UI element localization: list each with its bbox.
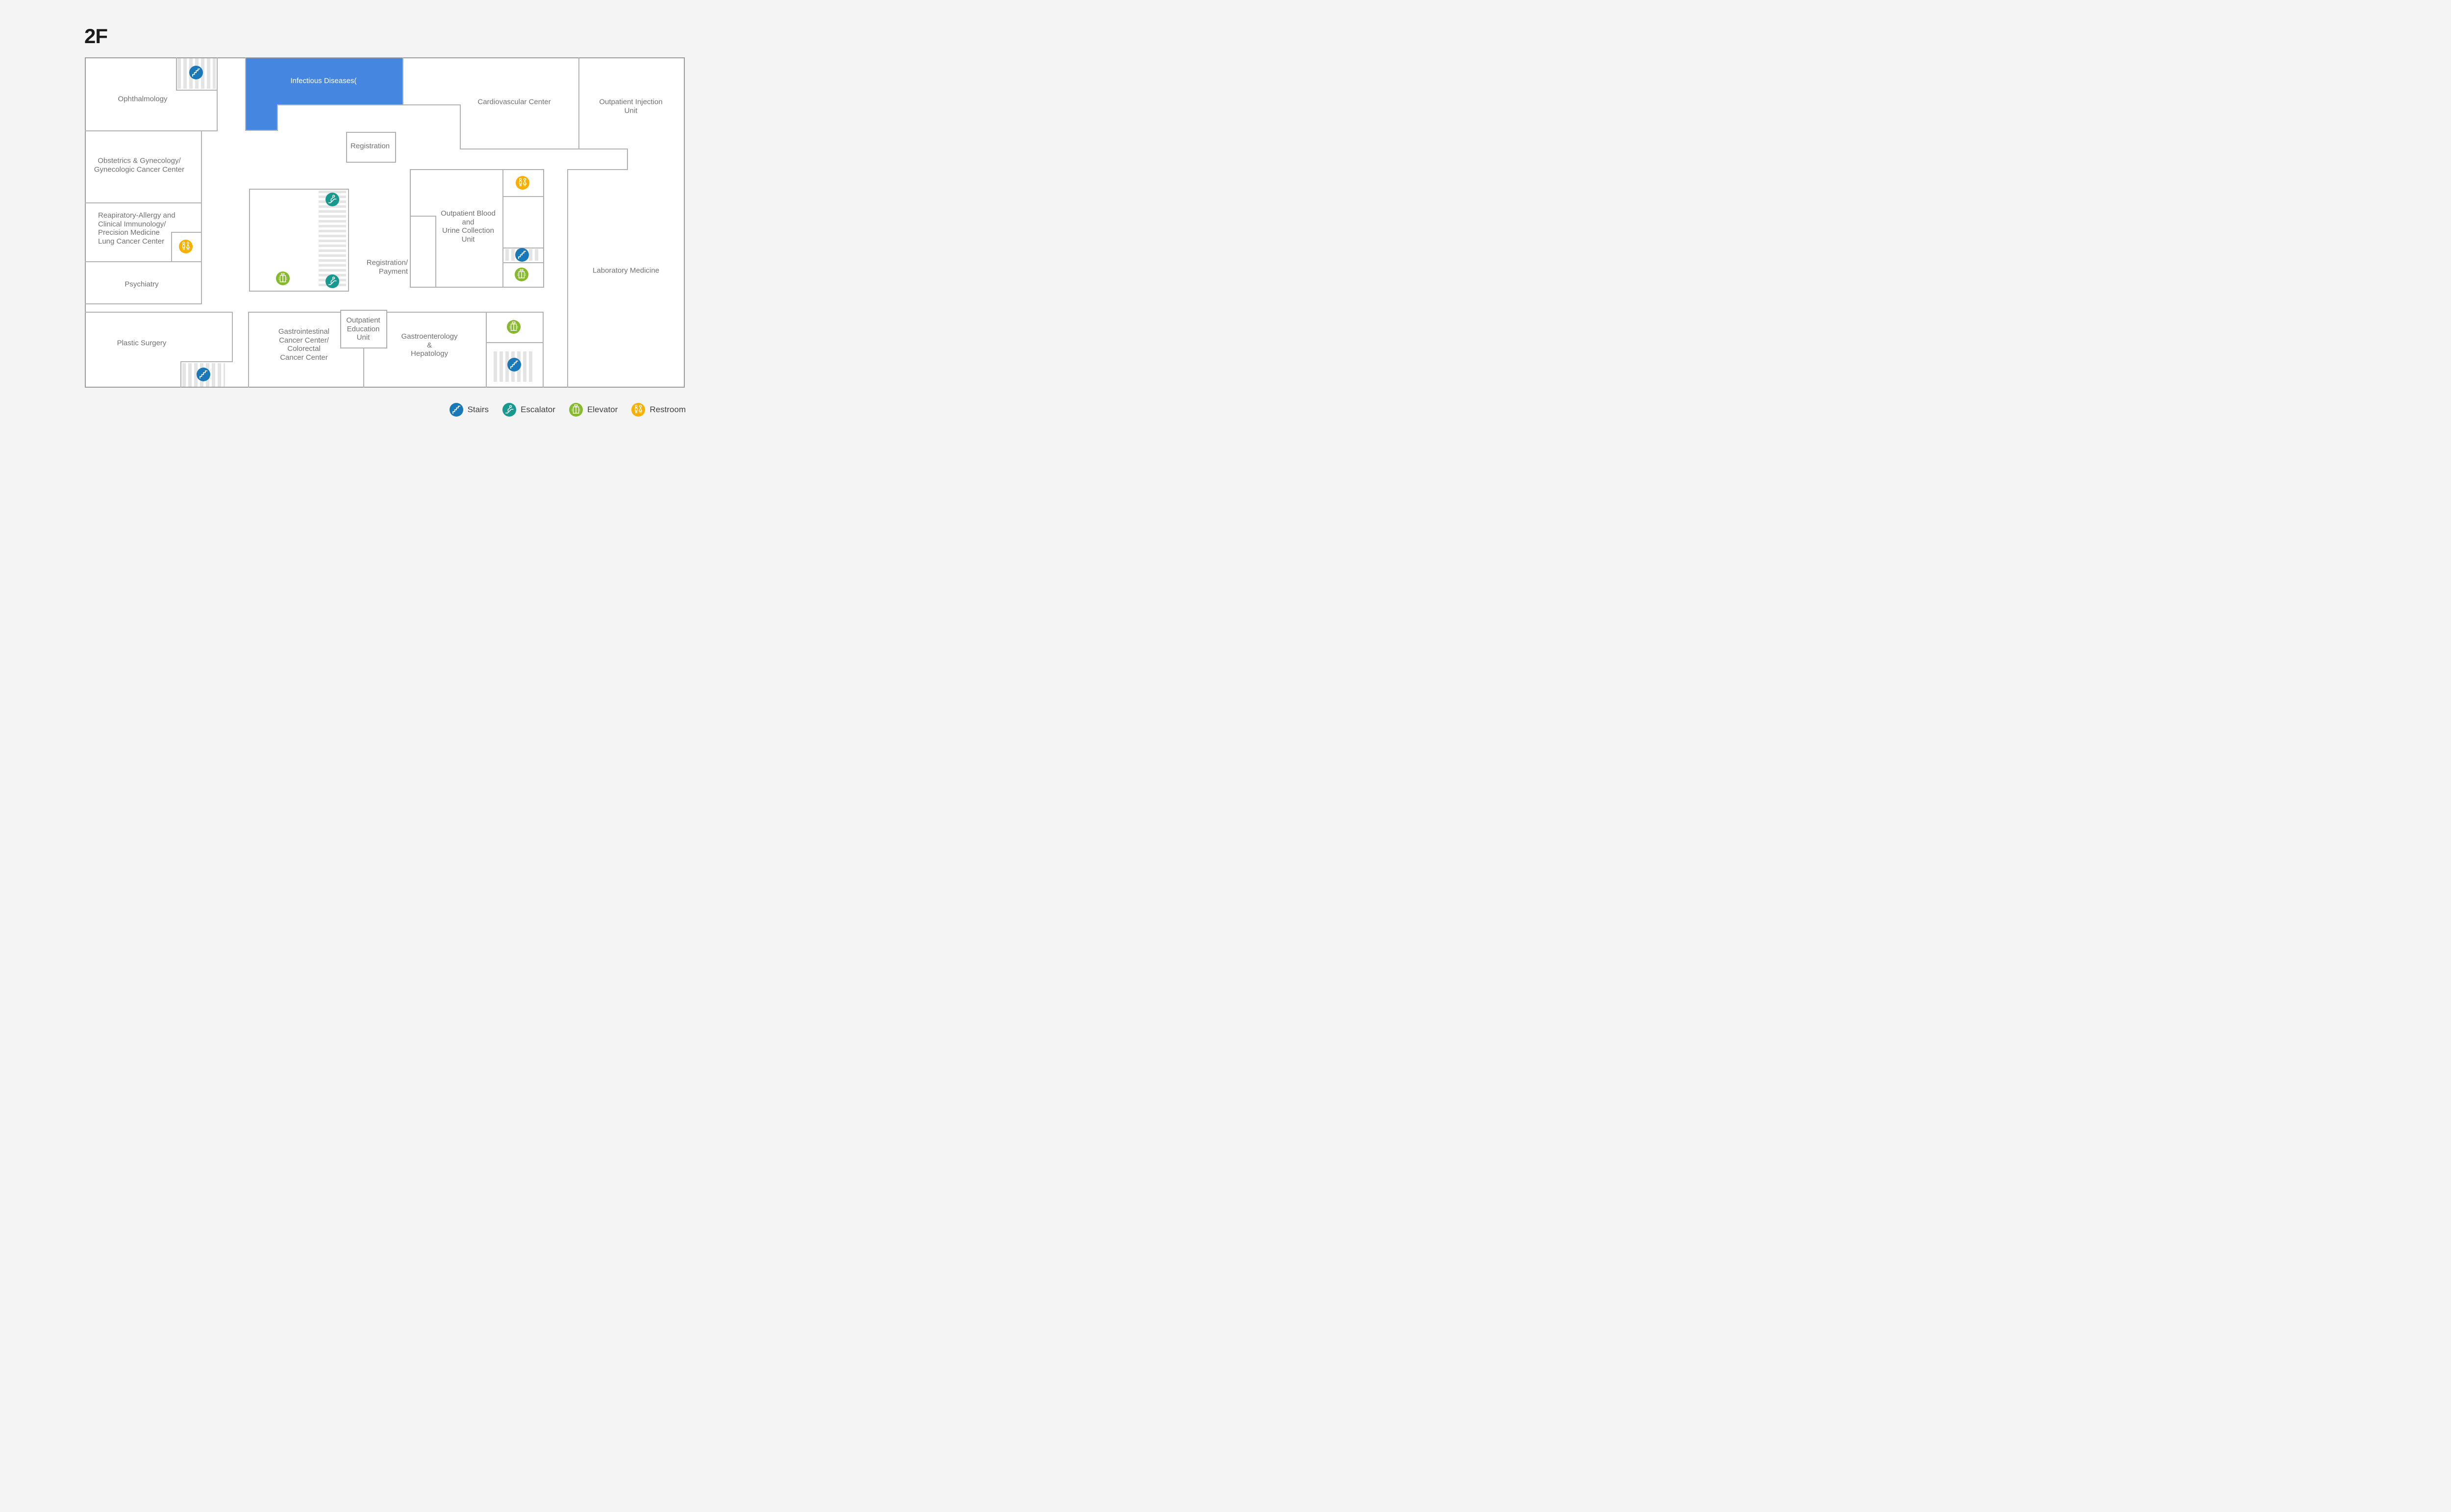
elevator-icon: [276, 272, 290, 285]
legend-label: Escalator: [521, 405, 555, 414]
label-registration-payment: Registration/ Payment: [366, 258, 408, 276]
wall-segment: [85, 312, 233, 313]
wall-segment: [248, 312, 249, 388]
wall-segment: [567, 169, 628, 170]
legend: Stairs Escalator Elevator Restroom: [449, 403, 686, 417]
stairs-icon: [449, 403, 463, 417]
room-label-cardiovascular: Cardiovascular Center: [477, 98, 551, 106]
legend-label: Elevator: [587, 405, 618, 414]
room-label-blood-collection: Outpatient Blood and Urine Collection Un…: [441, 209, 496, 244]
room-label-laboratory-medicine: Laboratory Medicine: [593, 266, 659, 275]
room-blood-collection-outline: [410, 169, 544, 288]
room-label-infectious-diseases: Infectious Diseases(: [290, 76, 357, 85]
wall-segment: [180, 361, 181, 388]
room-label-respiratory: Reapiratory-Allergy and Clinical Immunol…: [98, 211, 175, 246]
room-central-escalator-outline: [249, 189, 349, 292]
wall-segment: [232, 312, 233, 362]
room-education-outline: [340, 310, 387, 348]
wall-segment: [171, 232, 202, 233]
wall-segment: [277, 104, 461, 105]
legend-label: Stairs: [467, 405, 489, 414]
legend-label: Restroom: [650, 405, 686, 414]
room-label-education-unit: Outpatient Education Unit: [346, 316, 380, 342]
wall-segment: [245, 130, 278, 131]
wall-segment: [502, 262, 544, 263]
legend-item-elevator: Elevator: [569, 403, 618, 417]
elevator-icon: [515, 268, 528, 281]
wall-segment: [217, 57, 218, 131]
room-label-psychiatry: Psychiatry: [125, 280, 159, 289]
room-label-plastic-surgery: Plastic Surgery: [117, 339, 167, 347]
stairs-icon: [197, 368, 210, 381]
legend-item-restroom: Restroom: [631, 403, 686, 417]
wall-segment: [502, 169, 503, 287]
wall-segment: [502, 196, 544, 197]
elevator-icon: [569, 403, 583, 417]
room-label-registration: Registration: [350, 142, 390, 150]
restroom-icon: [631, 403, 646, 417]
wall-segment: [85, 130, 218, 131]
floor-title: 2F: [84, 25, 108, 48]
wall-segment: [277, 104, 278, 131]
wall-segment: [460, 104, 461, 149]
wall-segment: [410, 216, 436, 217]
wall-segment: [543, 312, 544, 388]
wall-segment: [248, 312, 544, 313]
restroom-icon: [516, 176, 529, 190]
room-label-obstetrics: Obstetrics & Gynecology/ Gynecologic Can…: [94, 156, 185, 174]
stairs-icon: [507, 358, 521, 372]
wall-segment: [176, 57, 177, 90]
escalator-icon: [325, 274, 339, 288]
wall-segment: [85, 261, 202, 262]
wall-segment: [85, 202, 202, 203]
room-label-ophthalmology: Ophthalmology: [118, 95, 168, 103]
room-label-injection-unit: Outpatient Injection Unit: [599, 98, 663, 115]
room-label-gastroenterology: Gastroenterology & Hepatology: [401, 332, 458, 358]
wall-segment: [176, 90, 218, 91]
wall-segment: [486, 312, 487, 388]
wall-segment: [201, 130, 202, 303]
wall-segment: [578, 57, 579, 149]
escalator-area: [319, 191, 346, 289]
room-registration-outline: [346, 132, 396, 163]
floor-map-2f: 2F Ophthalmology Obs: [0, 0, 769, 445]
wall-segment: [486, 342, 544, 343]
wall-segment: [85, 303, 202, 304]
restroom-icon: [179, 240, 193, 253]
legend-item-stairs: Stairs: [449, 403, 489, 417]
wall-segment: [245, 57, 246, 130]
wall-segment: [171, 232, 172, 261]
legend-item-escalator: Escalator: [502, 403, 555, 417]
wall-segment: [567, 169, 568, 388]
wall-segment: [180, 361, 233, 362]
wall-segment: [435, 216, 436, 287]
escalator-icon: [502, 403, 517, 417]
stairs-icon: [189, 66, 203, 79]
escalator-icon: [325, 193, 339, 206]
wall-segment: [627, 149, 628, 170]
stairs-icon: [515, 248, 529, 262]
wall-segment: [402, 57, 403, 104]
room-infectious-diseases-highlight: [245, 58, 277, 130]
elevator-icon: [507, 320, 521, 334]
room-label-gastrointestinal: Gastrointestinal Cancer Center/ Colorect…: [278, 327, 330, 362]
wall-segment: [363, 347, 364, 388]
